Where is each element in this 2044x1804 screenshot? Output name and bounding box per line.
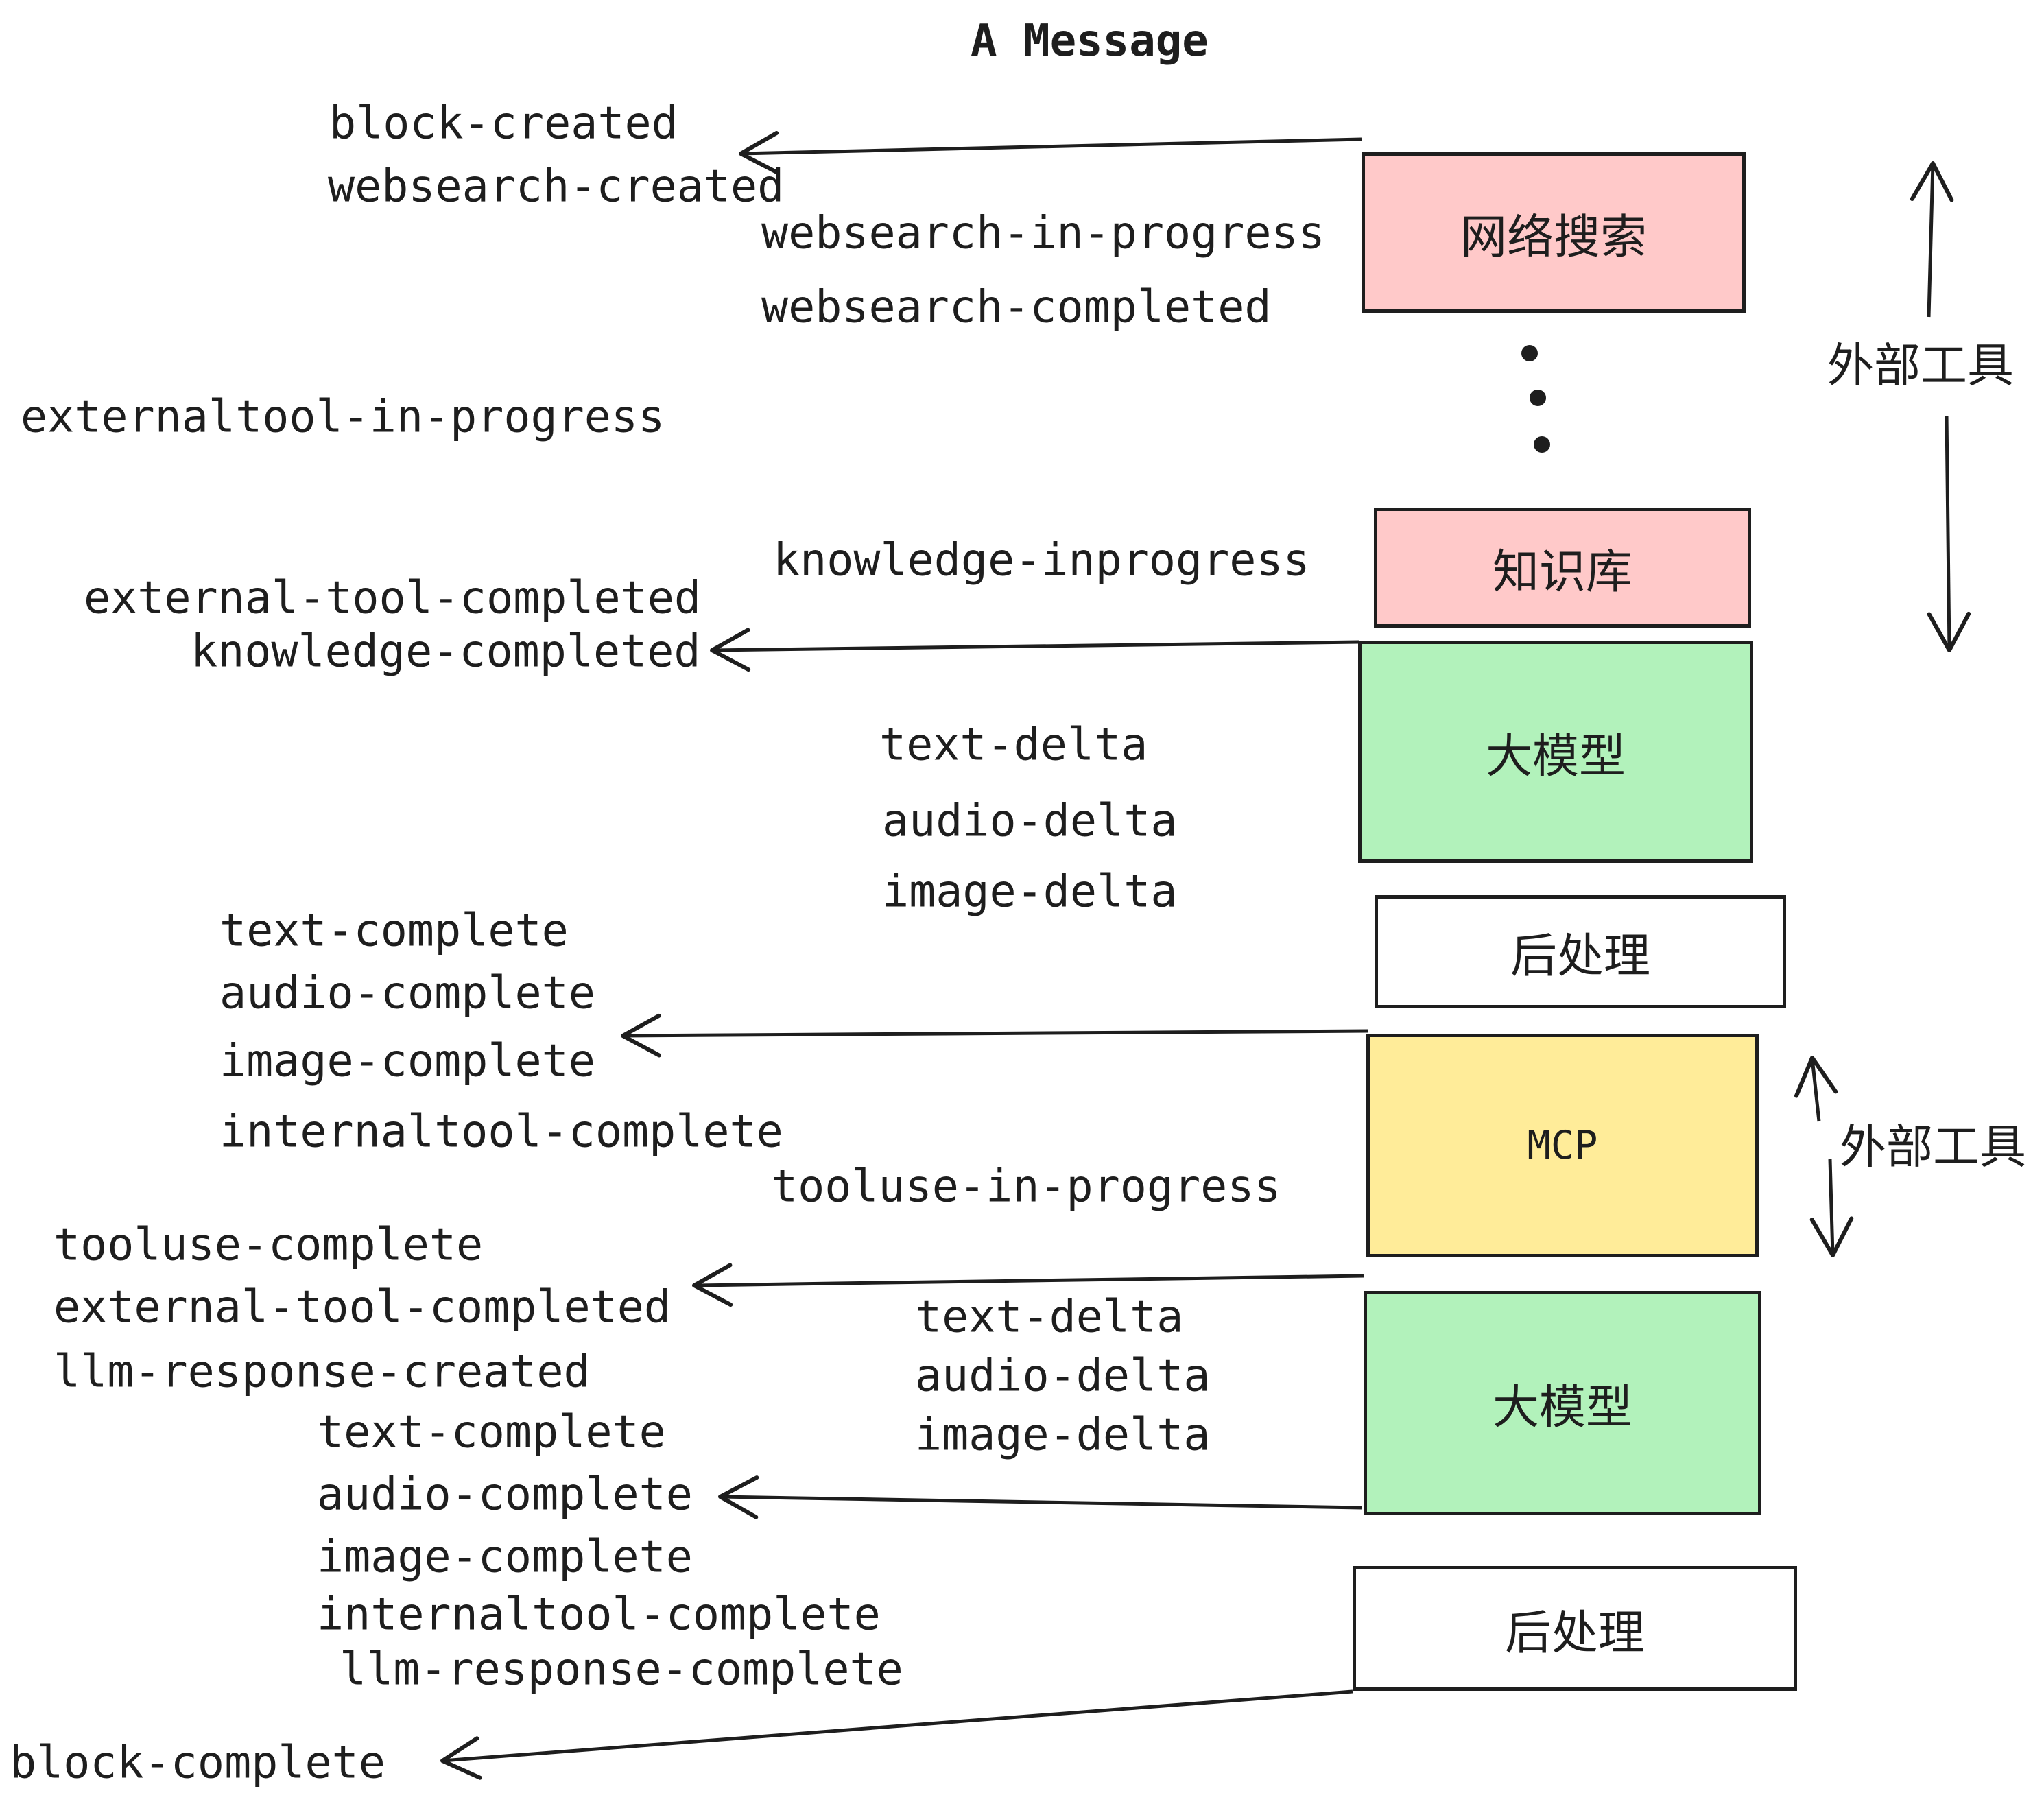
external-tools-label-2: 外部工具	[1839, 1120, 2027, 1175]
node-mcp-label: MCP	[1527, 1123, 1598, 1168]
event-text-delta-2: text-delta	[915, 1291, 1184, 1343]
event-image-delta: image-delta	[882, 866, 1178, 918]
event-text-delta: text-delta	[879, 719, 1148, 771]
external-tools-up-arrow-2	[1794, 1056, 1838, 1122]
event-image-complete-2: image-complete	[317, 1531, 693, 1583]
diagram-title: A Message	[971, 16, 1209, 67]
event-external-tool-completed: external-tool-completed	[84, 572, 702, 624]
event-knowledge-completed: knowledge-completed	[191, 626, 701, 678]
external-tools-down-arrow-2	[1809, 1159, 1854, 1257]
event-image-delta-2: image-delta	[915, 1409, 1211, 1461]
event-externaltool-in-progress: externaltool-in-progress	[21, 391, 665, 443]
event-llm-response-complete: llm-response-complete	[340, 1643, 903, 1696]
arrow-to-audio-complete	[718, 1475, 1362, 1519]
event-block-complete: block-complete	[10, 1737, 385, 1789]
node-websearch: 网络搜索	[1362, 152, 1746, 313]
node-postprocess-2-label: 后处理	[1504, 1606, 1645, 1661]
node-mcp: MCP	[1366, 1034, 1759, 1257]
node-postprocess-2: 后处理	[1353, 1566, 1797, 1691]
event-image-complete: image-complete	[219, 1035, 595, 1087]
node-llm-1: 大模型	[1358, 641, 1753, 863]
ellipsis-dot	[1521, 345, 1538, 361]
arrow-to-block-created	[739, 130, 1362, 175]
node-llm-2: 大模型	[1364, 1291, 1761, 1515]
node-llm-1-label: 大模型	[1485, 729, 1626, 784]
arrow-to-tooluse-complete	[692, 1263, 1364, 1307]
event-internaltool-complete: internaltool-complete	[219, 1106, 783, 1158]
node-llm-2-label: 大模型	[1492, 1381, 1632, 1435]
event-audio-complete-2: audio-complete	[317, 1469, 693, 1521]
external-tools-up-arrow-1	[1910, 161, 1954, 318]
event-websearch-created: websearch-created	[328, 161, 785, 213]
ellipsis-dot	[1530, 390, 1546, 406]
node-knowledge: 知识库	[1374, 508, 1751, 628]
event-tooluse-complete: tooluse-complete	[54, 1219, 484, 1271]
event-audio-complete: audio-complete	[219, 967, 595, 1019]
event-audio-delta: audio-delta	[882, 795, 1178, 847]
arrow-to-knowledge-completed	[710, 628, 1360, 672]
node-knowledge-label: 知识库	[1492, 545, 1632, 600]
arrow-to-image-complete	[621, 1013, 1368, 1058]
event-audio-delta-2: audio-delta	[915, 1350, 1211, 1402]
node-postprocess-1-label: 后处理	[1510, 929, 1650, 984]
event-llm-response-created: llm-response-created	[54, 1346, 591, 1398]
node-websearch-label: 网络搜索	[1460, 210, 1647, 265]
event-internaltool-complete-2: internaltool-complete	[317, 1589, 881, 1641]
event-text-complete-2: text-complete	[317, 1406, 666, 1458]
ellipsis-dot	[1534, 436, 1550, 453]
external-tools-label-1: 外部工具	[1827, 339, 2015, 394]
event-block-created: block-created	[329, 97, 678, 150]
event-websearch-in-progress: websearch-in-progress	[761, 207, 1325, 259]
event-websearch-completed: websearch-completed	[761, 281, 1272, 333]
event-text-complete: text-complete	[219, 905, 569, 957]
event-knowledge-inprogress: knowledge-inprogress	[773, 534, 1310, 586]
event-external-tool-completed-2: external-tool-completed	[54, 1281, 672, 1333]
event-tooluse-in-progress: tooluse-in-progress	[771, 1161, 1281, 1213]
external-tools-down-arrow-1	[1927, 415, 1971, 652]
arrow-to-block-complete	[440, 1689, 1353, 1780]
node-postprocess-1: 后处理	[1375, 895, 1786, 1008]
